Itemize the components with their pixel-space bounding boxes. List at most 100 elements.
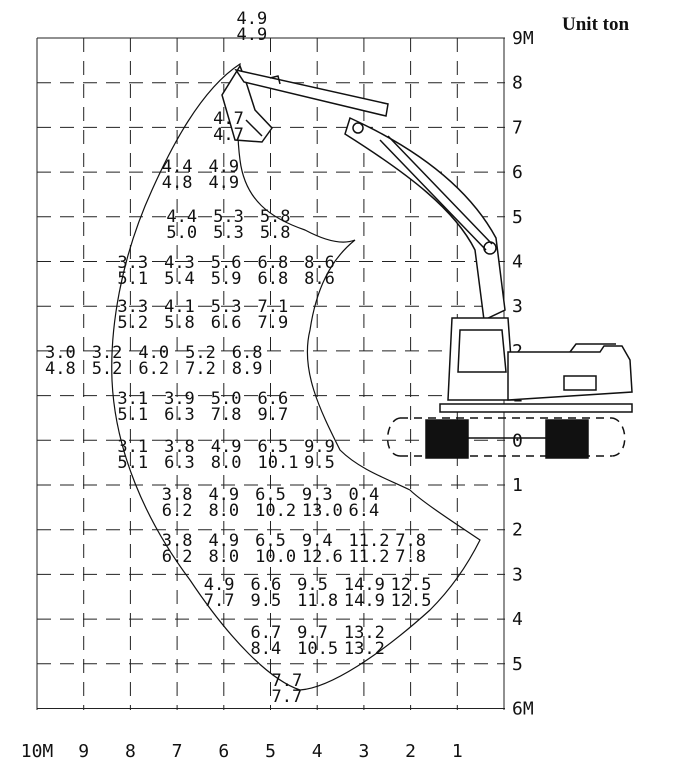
load-value-front: 3.1 — [117, 389, 148, 409]
load-value-side: 5.2 — [92, 359, 123, 379]
load-value-front: 7.8 — [395, 531, 426, 551]
load-value-front: 6.6 — [250, 575, 281, 595]
load-value-front: 5.0 — [211, 389, 242, 409]
load-value-side: 7.7 — [271, 687, 302, 707]
load-value-side: 4.8 — [162, 173, 193, 193]
load-value-front: 5.3 — [211, 297, 242, 317]
load-value-front: 3.8 — [162, 531, 193, 551]
load-value-front: 7.7 — [271, 671, 302, 691]
y-tick-label: 7 — [512, 117, 523, 138]
load-value-side: 5.0 — [166, 223, 197, 243]
y-tick-label: 4 — [512, 609, 523, 630]
x-tick-label: 8 — [125, 741, 136, 762]
load-value-side: 6.6 — [211, 313, 242, 333]
load-value-front: 14.9 — [344, 575, 385, 595]
load-value-side: 6.2 — [162, 547, 193, 567]
load-value-side: 7.2 — [185, 359, 216, 379]
load-value-side: 8.4 — [250, 639, 281, 659]
load-value-front: 4.0 — [138, 343, 169, 363]
load-value-side: 5.1 — [117, 269, 148, 289]
y-tick-label: 8 — [512, 73, 523, 94]
load-value-side: 7.9 — [257, 313, 288, 333]
load-value-side: 12.6 — [302, 547, 343, 567]
load-value-side: 5.8 — [164, 313, 195, 333]
load-value-side: 6.2 — [162, 501, 193, 521]
load-value-front: 6.5 — [255, 485, 286, 505]
load-value-side: 12.5 — [391, 591, 432, 611]
load-value-side: 11.2 — [349, 547, 390, 567]
load-value-front: 4.9 — [204, 575, 235, 595]
load-value-front: 5.6 — [211, 253, 242, 273]
load-value-side: 8.0 — [211, 453, 242, 473]
y-tick-label: 0 — [512, 430, 523, 451]
load-value-front: 5.8 — [260, 207, 291, 227]
load-value-front: 9.9 — [304, 437, 335, 457]
load-value-side: 5.9 — [211, 269, 242, 289]
load-value-front: 3.8 — [162, 485, 193, 505]
load-value-front: 6.6 — [257, 389, 288, 409]
load-value-side: 10.0 — [255, 547, 296, 567]
load-value-side: 4.9 — [208, 173, 239, 193]
upper-structure — [507, 345, 633, 401]
load-value-front: 9.3 — [302, 485, 333, 505]
load-value-front: 12.5 — [391, 575, 432, 595]
load-value-front: 0.4 — [349, 485, 380, 505]
load-value-side: 11.8 — [297, 591, 338, 611]
load-value-side: 5.1 — [117, 405, 148, 425]
load-value-side: 5.2 — [117, 313, 148, 333]
load-value-side: 10.1 — [257, 453, 298, 473]
load-value-front: 4.9 — [236, 9, 267, 29]
load-value-front: 8.6 — [304, 253, 335, 273]
arm — [234, 68, 389, 117]
bucket — [221, 64, 273, 143]
load-value-side: 5.1 — [117, 453, 148, 473]
y-tick-label: 6M — [512, 699, 534, 720]
load-value-front: 5.3 — [213, 207, 244, 227]
load-value-front: 4.9 — [208, 531, 239, 551]
load-value-side: 7.8 — [395, 547, 426, 567]
load-value-front: 3.3 — [117, 253, 148, 273]
x-tick-label: 6 — [218, 741, 229, 762]
load-value-side: 6.3 — [164, 453, 195, 473]
load-value-front: 9.4 — [302, 531, 333, 551]
y-tick-label: 3 — [512, 296, 523, 317]
load-value-front: 3.1 — [117, 437, 148, 457]
load-value-front: 9.5 — [297, 575, 328, 595]
y-tick-label: 5 — [512, 654, 523, 675]
load-value-front: 4.9 — [211, 437, 242, 457]
load-value-side: 9.5 — [250, 591, 281, 611]
load-value-side: 8.9 — [232, 359, 263, 379]
y-tick-label: 6 — [512, 162, 523, 183]
load-value-front: 4.9 — [208, 485, 239, 505]
load-value-front: 4.7 — [213, 109, 244, 129]
load-value-front: 7.1 — [257, 297, 288, 317]
load-value-front: 6.8 — [232, 343, 263, 363]
track-left — [425, 419, 469, 459]
load-value-side: 5.8 — [260, 223, 291, 243]
load-value-front: 6.5 — [255, 531, 286, 551]
y-tick-label: 4 — [512, 252, 523, 273]
y-tick-label: 3 — [512, 564, 523, 585]
load-value-front: 4.1 — [164, 297, 195, 317]
x-tick-label: 5 — [265, 741, 276, 762]
load-value-front: 11.2 — [349, 531, 390, 551]
undercarriage — [439, 403, 633, 413]
load-value-side: 13.0 — [302, 501, 343, 521]
load-value-side: 8.0 — [208, 547, 239, 567]
load-value-side: 8.6 — [304, 269, 335, 289]
load-value-front: 6.5 — [257, 437, 288, 457]
x-tick-label: 3 — [358, 741, 369, 762]
x-tick-label: 10M — [21, 741, 54, 762]
excavator-drawing — [221, 64, 633, 459]
load-value-front: 13.2 — [344, 623, 385, 643]
load-value-side: 6.4 — [349, 501, 380, 521]
load-value-side: 10.5 — [297, 639, 338, 659]
x-tick-label: 7 — [172, 741, 183, 762]
x-tick-label: 1 — [452, 741, 463, 762]
load-value-front: 6.8 — [257, 253, 288, 273]
load-value-side: 14.9 — [344, 591, 385, 611]
load-value-side: 5.3 — [213, 223, 244, 243]
load-value-side: 9.7 — [257, 405, 288, 425]
